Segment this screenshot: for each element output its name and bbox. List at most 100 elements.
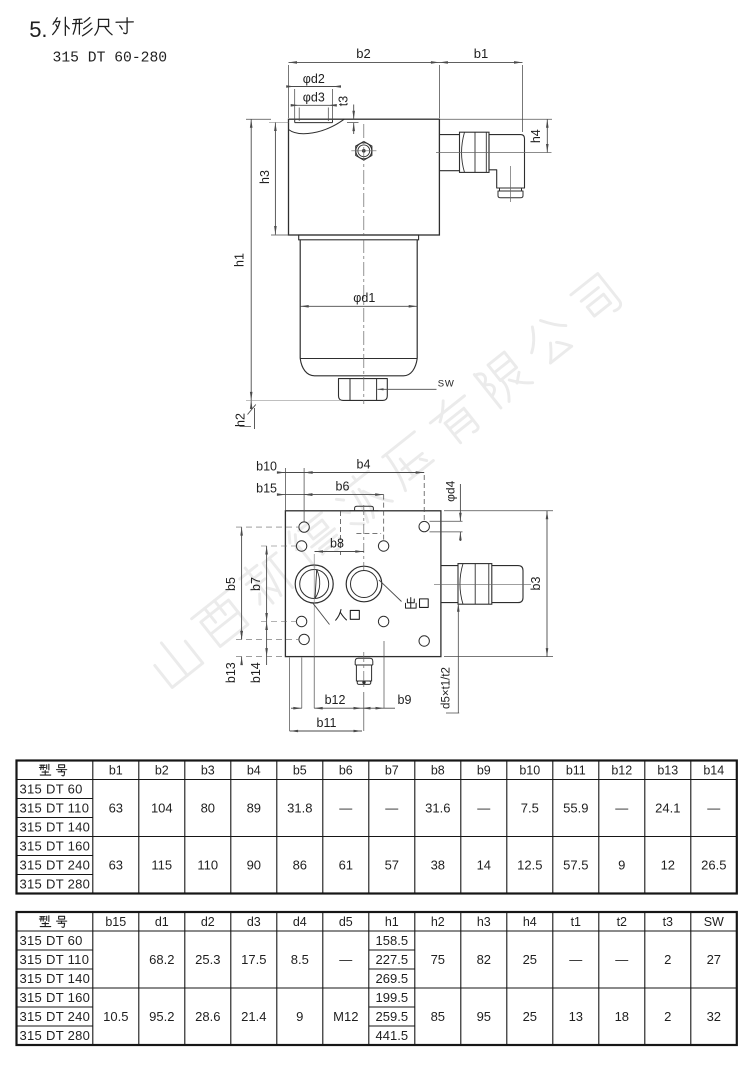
- svg-text:115: 115: [151, 858, 172, 873]
- svg-text:32: 32: [707, 1009, 721, 1024]
- svg-text:26.5: 26.5: [701, 858, 726, 873]
- svg-text:h3: h3: [258, 170, 272, 184]
- svg-text:b8: b8: [431, 764, 445, 778]
- svg-text:b2: b2: [356, 46, 370, 61]
- svg-text:—: —: [569, 952, 582, 967]
- svg-text:12.5: 12.5: [517, 858, 542, 873]
- svg-text:φd3: φd3: [303, 91, 325, 105]
- svg-text:227.5: 227.5: [376, 952, 409, 967]
- svg-text:φd2: φd2: [303, 72, 325, 86]
- svg-text:315 DT 60-280: 315 DT 60-280: [53, 51, 168, 67]
- svg-text:d5: d5: [339, 915, 353, 929]
- svg-text:t1: t1: [571, 915, 581, 929]
- svg-text:8.5: 8.5: [291, 952, 309, 967]
- svg-text:h4: h4: [529, 129, 543, 143]
- svg-text:12: 12: [661, 858, 675, 873]
- svg-text:—: —: [707, 801, 720, 816]
- svg-text:—: —: [339, 801, 352, 816]
- svg-text:14: 14: [477, 858, 491, 873]
- svg-text:h1: h1: [385, 915, 399, 929]
- svg-text:315 DT 110: 315 DT 110: [20, 952, 90, 967]
- svg-text:2: 2: [664, 1009, 671, 1024]
- svg-text:d1: d1: [155, 915, 169, 929]
- svg-text:φd1: φd1: [353, 291, 375, 305]
- svg-text:9: 9: [296, 1009, 303, 1024]
- svg-text:95.2: 95.2: [149, 1009, 174, 1024]
- svg-text:82: 82: [477, 952, 491, 967]
- svg-text:2: 2: [664, 952, 671, 967]
- svg-text:h4: h4: [523, 915, 537, 929]
- svg-text:315 DT 160: 315 DT 160: [20, 990, 91, 1005]
- svg-text:86: 86: [293, 858, 307, 873]
- svg-text:—: —: [385, 801, 398, 816]
- svg-text:h3: h3: [477, 915, 491, 929]
- svg-text:d2: d2: [201, 915, 215, 929]
- svg-text:158.5: 158.5: [376, 933, 409, 948]
- svg-text:75: 75: [431, 952, 445, 967]
- svg-text:104: 104: [151, 801, 173, 816]
- svg-text:90: 90: [247, 858, 261, 873]
- svg-text:315 DT 60: 315 DT 60: [20, 933, 83, 948]
- svg-text:t3: t3: [336, 96, 350, 106]
- svg-text:31.8: 31.8: [287, 801, 312, 816]
- svg-text:24.1: 24.1: [655, 801, 680, 816]
- svg-text:13: 13: [569, 1009, 583, 1024]
- svg-text:63: 63: [109, 858, 123, 873]
- svg-text:t3: t3: [663, 915, 673, 929]
- svg-text:b4: b4: [357, 458, 371, 472]
- svg-text:b11: b11: [566, 764, 586, 778]
- svg-text:315 DT 110: 315 DT 110: [20, 801, 90, 816]
- svg-text:315 DT 60: 315 DT 60: [20, 782, 83, 797]
- svg-text:h2: h2: [431, 915, 445, 929]
- svg-text:199.5: 199.5: [376, 990, 409, 1005]
- svg-text:b15: b15: [105, 915, 126, 929]
- svg-text:61: 61: [339, 858, 353, 873]
- svg-text:110: 110: [197, 858, 218, 873]
- svg-text:315 DT 280: 315 DT 280: [20, 1028, 91, 1043]
- svg-text:b7: b7: [385, 764, 399, 778]
- svg-text:b6: b6: [336, 480, 350, 494]
- svg-text:b12: b12: [611, 764, 632, 778]
- svg-text:b9: b9: [398, 693, 412, 707]
- svg-text:10.5: 10.5: [103, 1009, 128, 1024]
- svg-text:7.5: 7.5: [521, 801, 539, 816]
- svg-text:b11: b11: [317, 716, 337, 730]
- svg-text:φd4: φd4: [444, 480, 458, 501]
- svg-text:b13: b13: [657, 764, 678, 778]
- svg-text:—: —: [615, 952, 628, 967]
- svg-text:b12: b12: [325, 693, 346, 707]
- svg-text:441.5: 441.5: [376, 1028, 409, 1043]
- svg-text:31.6: 31.6: [425, 801, 450, 816]
- svg-text:315 DT 280: 315 DT 280: [20, 877, 91, 892]
- svg-text:b2: b2: [155, 764, 169, 778]
- svg-text:b15: b15: [256, 481, 277, 495]
- svg-text:25.3: 25.3: [195, 952, 220, 967]
- svg-text:315 DT 160: 315 DT 160: [20, 839, 91, 854]
- svg-text:57: 57: [385, 858, 399, 873]
- svg-text:21.4: 21.4: [241, 1009, 266, 1024]
- svg-text:b6: b6: [339, 764, 353, 778]
- svg-text:b14: b14: [249, 662, 263, 683]
- svg-text:h1: h1: [233, 253, 247, 267]
- svg-text:55.9: 55.9: [563, 801, 588, 816]
- svg-text:M12: M12: [333, 1009, 358, 1024]
- svg-text:315 DT 240: 315 DT 240: [20, 1009, 91, 1024]
- svg-text:b1: b1: [474, 46, 488, 61]
- svg-text:b5: b5: [293, 764, 307, 778]
- svg-text:315 DT 140: 315 DT 140: [20, 971, 91, 986]
- svg-text:89: 89: [247, 801, 261, 816]
- svg-text:315 DT 240: 315 DT 240: [20, 858, 91, 873]
- svg-text:b3: b3: [201, 764, 215, 778]
- svg-text:5.: 5.: [29, 17, 47, 42]
- svg-text:17.5: 17.5: [241, 952, 266, 967]
- svg-text:25: 25: [523, 1009, 537, 1024]
- svg-text:—: —: [339, 952, 352, 967]
- svg-text:315 DT 140: 315 DT 140: [20, 820, 91, 835]
- svg-text:9: 9: [618, 858, 625, 873]
- svg-text:b3: b3: [529, 577, 543, 591]
- svg-text:b10: b10: [519, 764, 540, 778]
- svg-text:b4: b4: [247, 764, 261, 778]
- svg-text:57.5: 57.5: [563, 858, 588, 873]
- svg-text:t2: t2: [617, 915, 627, 929]
- svg-text:63: 63: [109, 801, 123, 816]
